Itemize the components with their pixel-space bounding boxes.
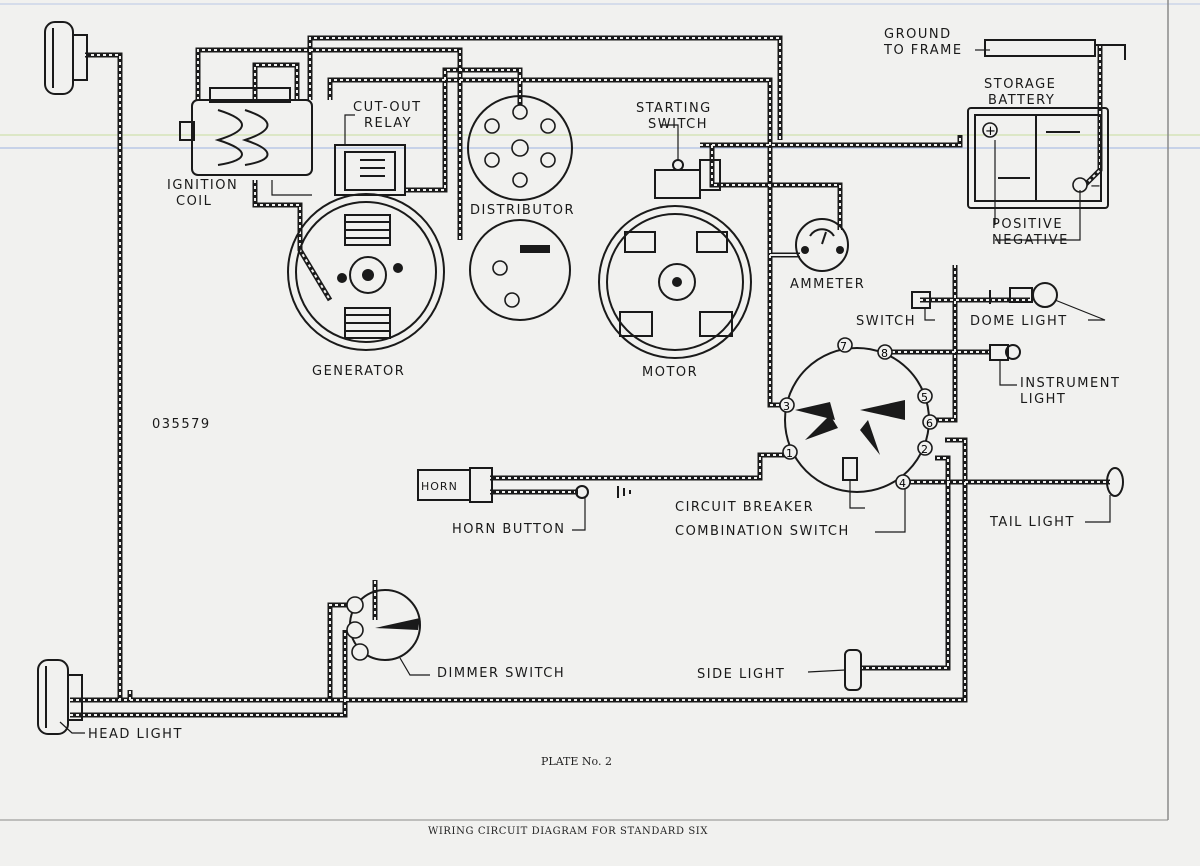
- terminal-1: 1: [786, 447, 793, 460]
- wire-braid: [405, 69, 521, 191]
- dimmer-switch-label: DIMMER SWITCH: [437, 666, 566, 681]
- terminal-2: 2: [921, 443, 928, 456]
- cut-out-relay: [334, 144, 406, 196]
- battery-plus: +: [985, 124, 996, 139]
- dome-switch-label: SWITCH: [856, 314, 916, 329]
- terminal-3: 3: [783, 400, 790, 413]
- horn: [417, 467, 493, 503]
- instrument-light-label: LIGHT: [1020, 392, 1067, 407]
- relay-label: RELAY: [364, 116, 413, 131]
- switch-label: SWITCH: [648, 117, 708, 132]
- wire: [700, 135, 963, 148]
- wire-braid: [711, 145, 841, 230]
- cut-out-label: CUT-OUT: [353, 100, 422, 115]
- storage-battery: [967, 39, 1126, 209]
- negative-label: NEGATIVE: [992, 233, 1069, 248]
- ignition-coil: [179, 87, 313, 176]
- wire-braid: [254, 180, 331, 301]
- wire-braid: [769, 254, 800, 406]
- head-light-lower: [37, 659, 83, 735]
- wire: [709, 145, 843, 230]
- wire-braid: [329, 79, 771, 255]
- wire: [935, 265, 958, 423]
- wire-braid: [700, 135, 961, 146]
- terminal-7: 7: [840, 340, 847, 353]
- positive-label: POSITIVE: [992, 217, 1064, 232]
- generator-label: GENERATOR: [312, 364, 406, 379]
- wiring-harness: [70, 35, 1110, 718]
- dimmer-switch: [346, 589, 421, 661]
- horn-label: HORN: [421, 480, 458, 493]
- coil-label: COIL: [176, 194, 213, 209]
- wire-braid: [129, 439, 966, 701]
- circuit-breaker-label: CIRCUIT BREAKER: [675, 500, 815, 515]
- side-light-label: SIDE LIGHT: [697, 667, 786, 682]
- starting-label: STARTING: [636, 101, 712, 116]
- head-light-upper: [44, 21, 88, 95]
- wire-braid: [70, 604, 355, 701]
- terminal-8: 8: [881, 347, 888, 360]
- wire: [490, 452, 785, 481]
- ignition-label: IGNITION: [167, 178, 239, 193]
- horn-button: [575, 485, 631, 499]
- serial-number: 035579: [152, 417, 211, 432]
- instrument-light: [989, 344, 1021, 361]
- to-frame-label: TO FRAME: [884, 43, 963, 58]
- ground-label: GROUND: [884, 27, 952, 42]
- combination-switch-label: COMBINATION SWITCH: [675, 524, 850, 539]
- wire-braid: [1084, 45, 1101, 186]
- wire: [85, 52, 123, 700]
- wire: [70, 602, 355, 703]
- wire-braid: [254, 64, 298, 100]
- tail-light: [1106, 467, 1124, 497]
- wire-braid: [70, 630, 346, 716]
- wire-braid: [935, 265, 956, 421]
- dome-light-label: DOME LIGHT: [970, 314, 1068, 329]
- tail-light-label: TAIL LIGHT: [990, 515, 1075, 530]
- side-light: [844, 649, 862, 691]
- instrument-label: INSTRUMENT: [1020, 376, 1121, 391]
- head-light-label: HEAD LIGHT: [88, 727, 183, 742]
- wire-braid: [309, 37, 781, 140]
- terminal-5: 5: [921, 391, 928, 404]
- distributor-label: DISTRIBUTOR: [470, 203, 576, 218]
- motor: [598, 205, 752, 359]
- storage-label: STORAGE: [984, 77, 1057, 92]
- ammeter: [795, 218, 849, 272]
- distributor: [467, 95, 573, 321]
- dome-light: [989, 282, 1058, 308]
- dome-switch: [911, 291, 931, 309]
- wire-braid: [197, 49, 461, 240]
- plate-caption: PLATE No. 2: [541, 755, 612, 768]
- terminal-6: 6: [926, 417, 933, 430]
- ammeter-label: AMMETER: [790, 277, 866, 292]
- wire-braid: [490, 454, 785, 479]
- combination-switch: [779, 337, 938, 493]
- terminal-4: 4: [899, 477, 906, 490]
- battery-label: BATTERY: [988, 93, 1056, 108]
- diagram-title: WIRING CIRCUIT DIAGRAM FOR STANDARD SIX: [428, 826, 709, 837]
- leader-lines: [59, 49, 1111, 734]
- wire-braid: [85, 54, 121, 700]
- battery-minus: −: [1090, 179, 1101, 194]
- wire-braid: [860, 457, 949, 669]
- generator: [287, 193, 445, 351]
- motor-label: MOTOR: [642, 365, 699, 380]
- horn-button-label: HORN BUTTON: [452, 522, 566, 537]
